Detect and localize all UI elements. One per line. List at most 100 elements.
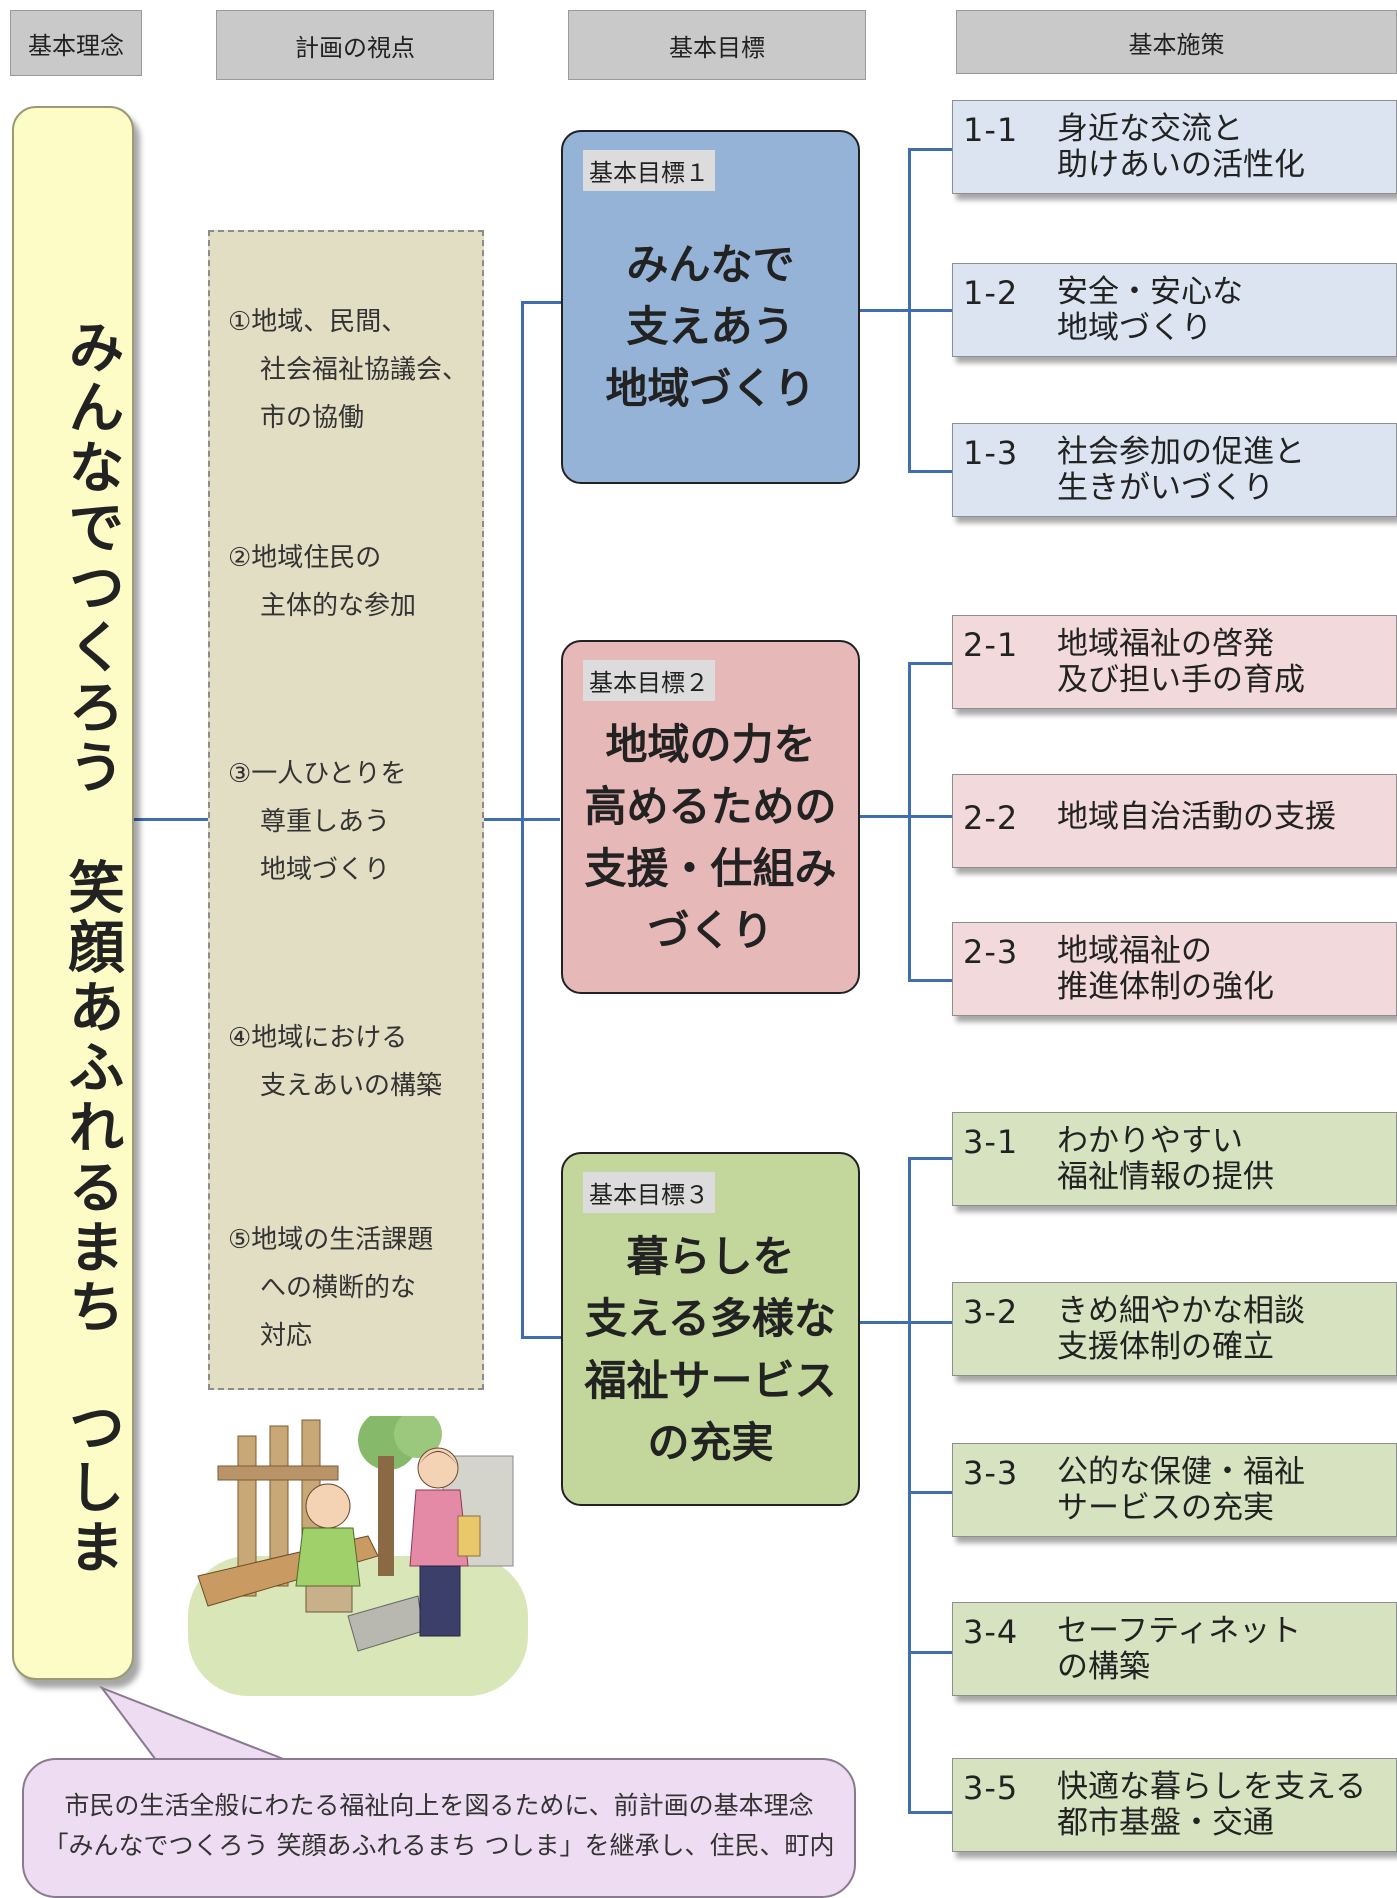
header-goal: 基本目標 — [568, 10, 866, 80]
header-viewpoint: 計画の視点 — [216, 10, 494, 80]
policy-3-4: 3-4 セーフティネットの構築 — [952, 1602, 1397, 1696]
policy-1-1-num: 1-1 — [963, 111, 1019, 149]
goal-2-line2: 高めるための — [584, 782, 837, 831]
policy-3-2-line1: きめ細やかな相談 — [1057, 1293, 1305, 1329]
goal-1-line3: 地域づくり — [605, 364, 816, 413]
goal-3-line1: 暮らしを — [626, 1232, 795, 1281]
goal-box-1: 基本目標１ みんなで 支えあう 地域づくり — [561, 130, 860, 484]
policy-1-1-line1: 身近な交流と — [1057, 111, 1243, 147]
policy-3-1: 3-1 わかりやすい福祉情報の提供 — [952, 1112, 1397, 1206]
policy-1-3-line1: 社会参加の促進と — [1057, 434, 1305, 470]
header-concept: 基本理念 — [10, 10, 142, 76]
policy-2-2-text: 地域自治活動の支援 — [1057, 799, 1336, 835]
policy-2-1-num: 2-1 — [963, 626, 1019, 664]
concept-panel: みんなでつくろう 笑顔あふれるまち つしま — [12, 106, 134, 1680]
header-policy-label: 基本施策 — [1128, 30, 1225, 59]
connector-goal3 — [521, 1336, 561, 1339]
policy-3-2: 3-2 きめ細やかな相談支援体制の確立 — [952, 1282, 1397, 1376]
goal-2-line1: 地域の力を — [605, 720, 816, 769]
connector-policy-3-3 — [908, 1491, 952, 1494]
policy-1-2-line2: 地域づくり — [1057, 310, 1212, 346]
goal-box-3: 基本目標３ 暮らしを 支える多様な 福祉サービス の充実 — [561, 1152, 860, 1506]
goal-box-2: 基本目標２ 地域の力を 高めるための 支援・仕組み づくり — [561, 640, 860, 994]
policy-1-1-line2: 助けあいの活性化 — [1057, 147, 1305, 183]
man-body — [295, 1527, 361, 1587]
policy-2-3-text: 地域福祉の推進体制の強化 — [1057, 933, 1274, 1005]
policy-1-3-line2: 生きがいづくり — [1057, 470, 1274, 506]
connector-policy-1-1 — [908, 148, 952, 151]
connector-goal1-policies — [858, 309, 910, 312]
policy-1-3-num: 1-3 — [963, 434, 1019, 472]
connector-policy-2-1 — [908, 662, 952, 665]
woman-head — [417, 1447, 459, 1489]
header-goal-label: 基本目標 — [669, 33, 765, 62]
connector-goal-spine — [521, 301, 524, 1338]
bubble-tail — [99, 1686, 287, 1761]
policy-2-1-line2: 及び担い手の育成 — [1057, 662, 1305, 698]
goal-1-line1: みんなで — [626, 240, 795, 289]
bubble-text: 市民の生活全般にわたる福祉向上を図るために、前計画の基本理念 「みんなでつくろう… — [24, 1786, 854, 1866]
viewpoint-1-line2: 社会福祉協議会、 — [260, 355, 469, 385]
goal-3-line4: の充実 — [647, 1418, 774, 1467]
policy-2-3: 2-3 地域福祉の推進体制の強化 — [952, 922, 1397, 1016]
woman-hair — [418, 1451, 458, 1466]
policy-3-4-num: 3-4 — [963, 1613, 1019, 1651]
connector-policy-spine-2 — [908, 662, 911, 982]
policy-1-3-text: 社会参加の促進と生きがいづくり — [1057, 434, 1305, 506]
connector-policy-2-2 — [908, 815, 952, 818]
bubble-line2: 「みんなでつくろう 笑顔あふれるまち つしま」を継承し、住民、町内 — [43, 1831, 835, 1860]
tree-trunk — [378, 1456, 394, 1576]
goal-2-line4: づくり — [647, 906, 774, 955]
goal-2-line3: 支援・仕組み — [584, 844, 837, 893]
policy-3-3-text: 公的な保健・福祉サービスの充実 — [1057, 1454, 1305, 1526]
man-head — [305, 1483, 351, 1529]
header-policy: 基本施策 — [956, 10, 1397, 74]
policy-1-3: 1-3 社会参加の促進と生きがいづくり — [952, 423, 1397, 517]
policy-2-1-line1: 地域福祉の啓発 — [1057, 626, 1274, 662]
policy-3-3-num: 3-3 — [963, 1454, 1019, 1492]
viewpoint-2-line2: 主体的な参加 — [260, 591, 417, 621]
policy-2-2-num: 2-2 — [963, 799, 1019, 837]
policy-1-1: 1-1 身近な交流と助けあいの活性化 — [952, 100, 1397, 194]
viewpoint-4-line1: ④地域における — [228, 1023, 408, 1053]
bubble-line1: 市民の生活全般にわたる福祉向上を図るために、前計画の基本理念 — [64, 1791, 814, 1820]
man-legs — [305, 1585, 353, 1613]
policy-3-5-line1: 快適な暮らしを支える — [1057, 1769, 1367, 1805]
connector-policy-1-3 — [908, 470, 952, 473]
viewpoint-item-4: ④地域における 支えあいの構築 — [228, 1014, 442, 1110]
viewpoint-3-line3: 地域づくり — [260, 855, 391, 885]
viewpoint-item-5: ⑤地域の生活課題 への横断的な 対応 — [228, 1216, 433, 1360]
goal-3-line3: 福祉サービス — [584, 1356, 837, 1405]
policy-3-5-line2: 都市基盤・交通 — [1057, 1805, 1274, 1841]
policy-2-3-line1: 地域福祉の — [1057, 933, 1212, 969]
woman-folder — [457, 1515, 481, 1557]
policy-2-2-line1: 地域自治活動の支援 — [1057, 799, 1336, 835]
goal-2-title: 地域の力を 高めるための 支援・仕組み づくり — [563, 714, 858, 962]
tree-foliage-2 — [394, 1416, 442, 1458]
viewpoint-1-line1: ①地域、民間、 — [228, 307, 408, 337]
connector-policy-1-2 — [908, 309, 952, 312]
woman-body — [409, 1489, 469, 1567]
policy-2-3-num: 2-3 — [963, 933, 1019, 971]
policy-1-2-num: 1-2 — [963, 274, 1019, 312]
goal-2-tag: 基本目標２ — [583, 660, 715, 701]
viewpoint-5-line1: ⑤地域の生活課題 — [228, 1225, 434, 1255]
policy-1-2: 1-2 安全・安心な地域づくり — [952, 263, 1397, 357]
connector-goal2-policies — [860, 815, 910, 818]
connector-policy-3-2 — [908, 1321, 952, 1324]
policy-3-5-num: 3-5 — [963, 1769, 1019, 1807]
header-viewpoint-label: 計画の視点 — [295, 33, 415, 62]
viewpoint-item-3: ③一人ひとりを 尊重しあう 地域づくり — [228, 750, 407, 894]
connector-policy-2-3 — [908, 979, 952, 982]
policy-3-1-line1: わかりやすい — [1057, 1123, 1243, 1159]
viewpoint-3-line2: 尊重しあう — [260, 807, 391, 837]
connector-concept-viewpoint — [134, 818, 208, 821]
viewpoint-2-line1: ②地域住民の — [228, 543, 382, 573]
goal-1-title: みんなで 支えあう 地域づくり — [563, 234, 858, 420]
connector-policy-3-5 — [908, 1811, 952, 1814]
header-concept-label: 基本理念 — [28, 31, 124, 60]
goal-1-line2: 支えあう — [626, 302, 795, 351]
connector-policy-3-1 — [908, 1157, 952, 1160]
viewpoint-panel: ①地域、民間、 社会福祉協議会、 市の協働 ②地域住民の 主体的な参加 ③一人ひ… — [208, 230, 484, 1390]
policy-3-4-line1: セーフティネット — [1057, 1613, 1302, 1649]
